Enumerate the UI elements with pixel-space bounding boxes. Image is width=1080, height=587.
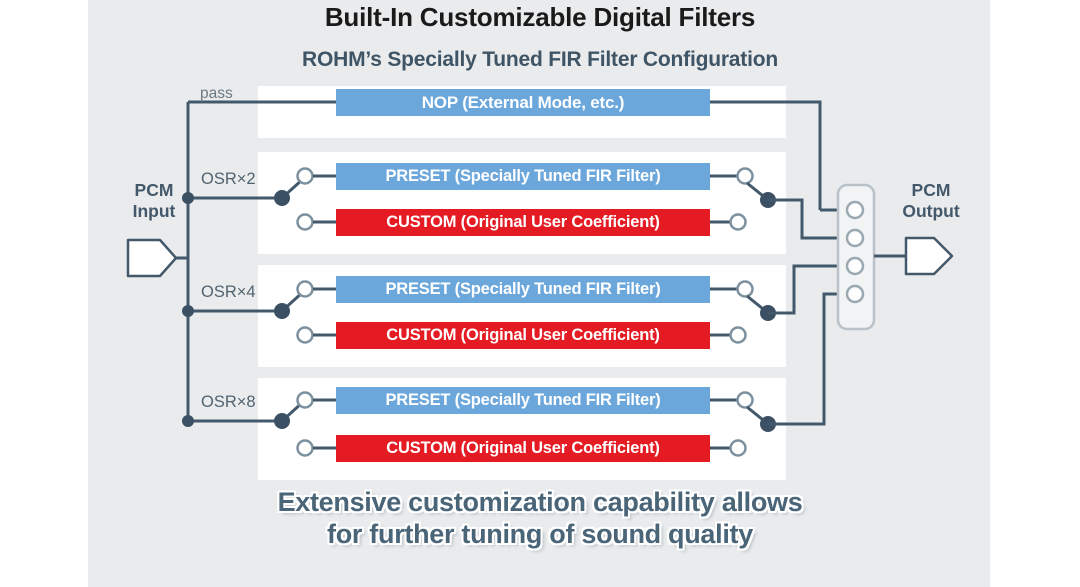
wire-osr8-to-mux bbox=[768, 292, 845, 426]
page-subtitle: ROHM’s Specially Tuned FIR Filter Config… bbox=[302, 48, 778, 71]
tagline-line-1: Extensive customization capability allow… bbox=[277, 487, 803, 517]
label-path-osr4: OSR×4 bbox=[201, 283, 256, 301]
mux-terminal-pass[interactable] bbox=[845, 200, 865, 220]
switch-osr4-preset-contact[interactable] bbox=[296, 280, 314, 298]
pcm-input-label: PCM Input bbox=[118, 180, 190, 221]
wire-osr2-to-mux bbox=[768, 198, 845, 240]
switch-osr2-out-preset-contact[interactable] bbox=[736, 167, 754, 185]
mux-terminal-osr4[interactable] bbox=[845, 256, 865, 276]
mux-terminal-osr2[interactable] bbox=[845, 228, 865, 248]
switch-osr4-out-preset-contact[interactable] bbox=[736, 280, 754, 298]
label-path-osr2: OSR×2 bbox=[201, 170, 256, 188]
junction-osr8 bbox=[182, 415, 194, 427]
switch-osr2-out-custom-contact[interactable] bbox=[729, 213, 747, 231]
wire-nop-to-mux bbox=[710, 100, 822, 210]
wire-osr4-to-mux bbox=[768, 264, 845, 315]
block-preset-osr4[interactable]: PRESET (Specially Tuned FIR Filter) bbox=[336, 276, 710, 303]
pcm-output-label: PCM Output bbox=[886, 180, 976, 221]
switch-osr4-custom-contact[interactable] bbox=[296, 326, 314, 344]
switch-osr8-out-custom-contact[interactable] bbox=[729, 439, 747, 457]
pcm-input-label-line2: Input bbox=[132, 200, 176, 221]
block-preset-osr8[interactable]: PRESET (Specially Tuned FIR Filter) bbox=[336, 387, 710, 414]
pcm-output-label-line1: PCM bbox=[911, 180, 951, 200]
tagline: Extensive customization capability allow… bbox=[0, 487, 1080, 551]
block-custom-osr8[interactable]: CUSTOM (Original User Coefficient) bbox=[336, 435, 710, 462]
junction-osr4 bbox=[182, 305, 194, 317]
switch-osr8-pivot[interactable] bbox=[274, 413, 290, 429]
page-title: Built-In Customizable Digital Filters bbox=[324, 2, 756, 32]
tagline-line-2: for further tuning of sound quality bbox=[327, 518, 753, 549]
switch-osr2-custom-contact[interactable] bbox=[296, 213, 314, 231]
pcm-input-port bbox=[126, 238, 178, 278]
junction-osr2 bbox=[182, 192, 194, 204]
switch-osr8-out-preset-contact[interactable] bbox=[736, 391, 754, 409]
switch-osr2-pivot[interactable] bbox=[274, 190, 290, 206]
block-custom-osr4[interactable]: CUSTOM (Original User Coefficient) bbox=[336, 322, 710, 349]
block-preset-osr2[interactable]: PRESET (Specially Tuned FIR Filter) bbox=[336, 163, 710, 190]
block-custom-osr2[interactable]: CUSTOM (Original User Coefficient) bbox=[336, 209, 710, 236]
mux-terminal-osr8[interactable] bbox=[845, 284, 865, 304]
pcm-output-label-line2: Output bbox=[902, 200, 960, 221]
block-nop[interactable]: NOP (External Mode, etc.) bbox=[336, 89, 710, 116]
pcm-output-port bbox=[904, 236, 954, 276]
switch-osr2-preset-contact[interactable] bbox=[296, 167, 314, 185]
switch-osr8-custom-contact[interactable] bbox=[296, 439, 314, 457]
label-path-osr8: OSR×8 bbox=[201, 393, 256, 411]
switch-osr4-pivot[interactable] bbox=[274, 303, 290, 319]
pcm-input-label-line1: PCM bbox=[134, 180, 174, 200]
switch-osr4-out-custom-contact[interactable] bbox=[729, 326, 747, 344]
switch-osr8-preset-contact[interactable] bbox=[296, 391, 314, 409]
label-path-pass: pass bbox=[200, 85, 233, 102]
